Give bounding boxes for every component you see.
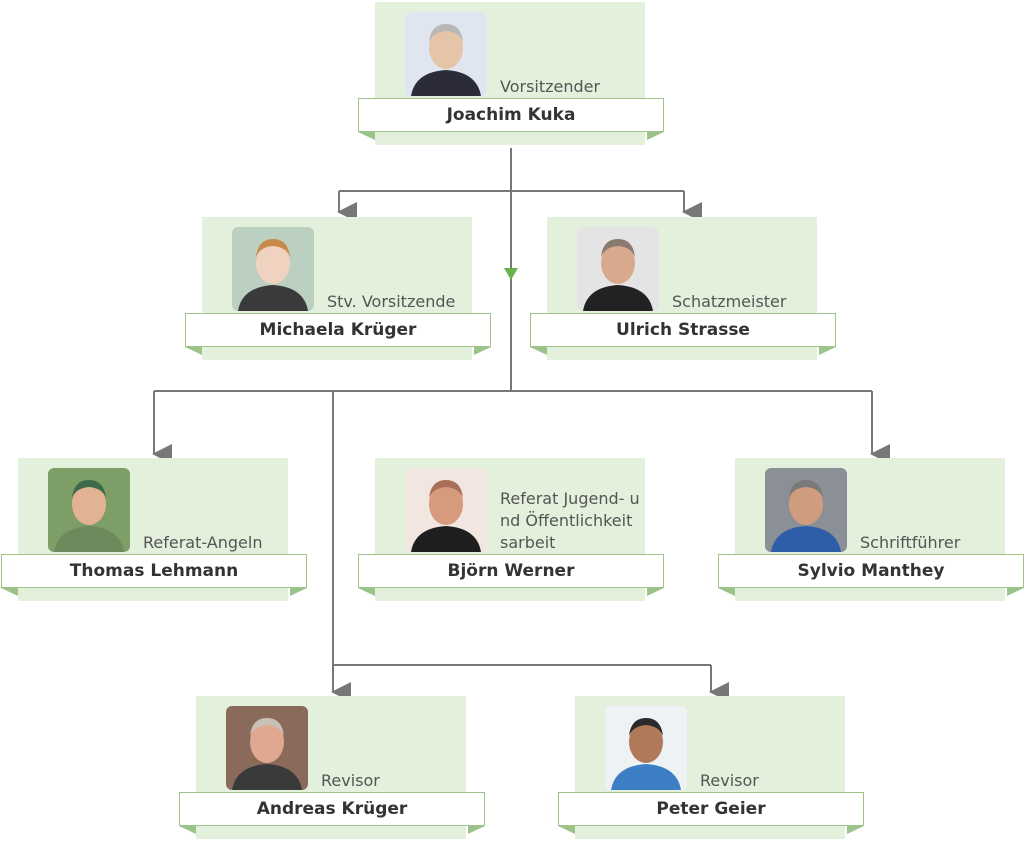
member-photo	[232, 227, 314, 311]
member-role: Vorsitzender	[500, 77, 601, 96]
member-name: Joachim Kuka	[358, 98, 664, 132]
member-card-andreas: Revisor Andreas Krüger	[179, 696, 487, 844]
member-role: Schriftführer	[860, 533, 961, 552]
member-card-sylvio: Schriftführer Sylvio Manthey	[718, 458, 1026, 606]
member-name: Thomas Lehmann	[1, 554, 307, 588]
member-card-thomas: Referat-Angeln Thomas Lehmann	[1, 458, 309, 606]
member-role: Revisor	[700, 771, 759, 790]
member-photo	[405, 468, 487, 552]
member-card-peter: Revisor Peter Geier	[558, 696, 866, 844]
member-photo	[405, 12, 487, 96]
member-photo	[605, 706, 687, 790]
member-photo	[48, 468, 130, 552]
member-photo	[577, 227, 659, 311]
member-name: Peter Geier	[558, 792, 864, 826]
member-card-ulrich: Schatzmeister Ulrich Strasse	[530, 217, 838, 365]
green-connector-arrow	[504, 268, 518, 280]
member-card-bjoern: Referat Jugend- und Öffentlichkeitsarbei…	[358, 458, 666, 606]
member-name: Björn Werner	[358, 554, 664, 588]
member-name: Michaela Krüger	[185, 313, 491, 347]
member-card-michaela: Stv. Vorsitzende Michaela Krüger	[185, 217, 493, 365]
member-role: Referat Jugend- und Öffentlichkeitsarbei…	[500, 489, 640, 552]
member-photo	[765, 468, 847, 552]
member-card-joachim: Vorsitzender Joachim Kuka	[358, 2, 666, 150]
member-name: Andreas Krüger	[179, 792, 485, 826]
member-name: Sylvio Manthey	[718, 554, 1024, 588]
member-role: Revisor	[321, 771, 380, 790]
member-name: Ulrich Strasse	[530, 313, 836, 347]
member-role: Stv. Vorsitzende	[327, 292, 456, 311]
member-role: Referat-Angeln	[143, 533, 263, 552]
member-photo	[226, 706, 308, 790]
member-role: Schatzmeister	[672, 292, 787, 311]
